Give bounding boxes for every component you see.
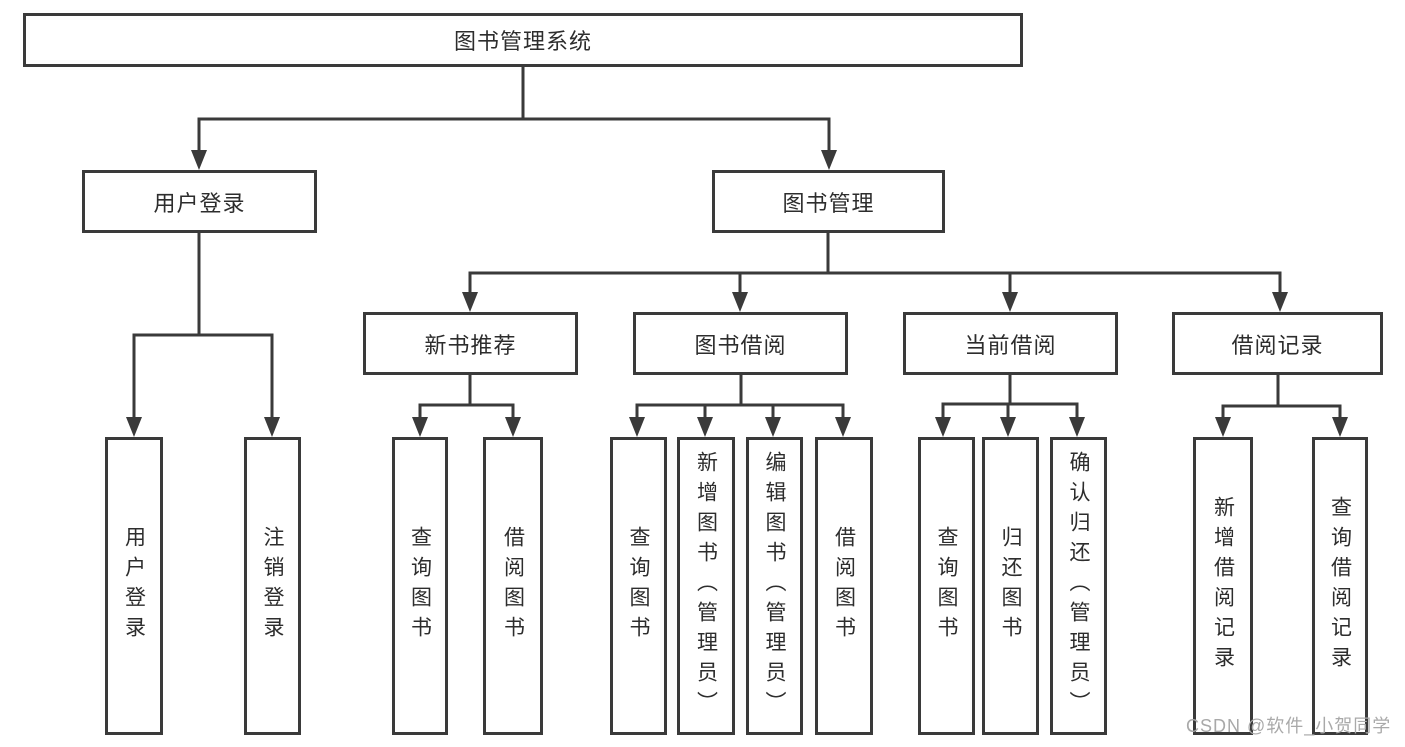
connector-book-borrow xyxy=(635,373,845,422)
arrow-down-icon xyxy=(1215,417,1231,437)
leaf-confirm-return-admin: 确认归还（管理员） xyxy=(1050,437,1107,735)
node-root-label: 图书管理系统 xyxy=(453,29,592,54)
node-new-book-recommend-label: 新书推荐 xyxy=(424,332,517,358)
leaf-edit-books-admin: 编辑图书（管理员） xyxy=(746,437,803,735)
arrow-down-icon xyxy=(629,417,645,437)
connector-book-management xyxy=(468,231,1282,297)
leaf-query-books-borrow-label: 查询图书 xyxy=(627,526,650,646)
arrow-down-icon xyxy=(1002,292,1018,312)
leaf-logout-label: 注销登录 xyxy=(261,526,284,646)
node-root: 图书管理系统 xyxy=(23,13,1023,67)
node-user-login: 用户登录 xyxy=(82,170,317,233)
arrow-down-icon xyxy=(505,417,521,437)
leaf-borrow-books: 借阅图书 xyxy=(815,437,873,735)
node-user-login-label: 用户登录 xyxy=(153,190,246,216)
leaf-return-books-label: 归还图书 xyxy=(999,526,1022,646)
arrow-down-icon xyxy=(821,150,837,170)
leaf-borrow-books-recommend: 借阅图书 xyxy=(483,437,543,735)
connector-new-book-recommend xyxy=(418,373,515,422)
leaf-query-books-recommend-label: 查询图书 xyxy=(408,526,432,646)
node-book-management-label: 图书管理 xyxy=(782,190,875,216)
arrow-down-icon xyxy=(835,417,851,437)
leaf-add-books-admin: 新增图书（管理员） xyxy=(677,437,735,735)
leaf-confirm-return-admin-label: 确认归还（管理员） xyxy=(1067,451,1090,721)
leaf-query-borrow-record-label: 查询借阅记录 xyxy=(1328,496,1352,676)
arrow-down-icon xyxy=(935,417,951,437)
arrow-down-icon xyxy=(1000,417,1016,437)
leaf-add-borrow-record-label: 新增借阅记录 xyxy=(1211,496,1235,676)
leaf-add-books-admin-label: 新增图书（管理员） xyxy=(694,451,718,721)
arrow-down-icon xyxy=(1272,292,1288,312)
arrow-down-icon xyxy=(126,417,142,437)
leaf-query-books-current: 查询图书 xyxy=(918,437,975,735)
watermark: CSDN @软件_小贺同学 xyxy=(1186,716,1392,736)
leaf-query-borrow-record: 查询借阅记录 xyxy=(1312,437,1368,735)
node-current-borrow: 当前借阅 xyxy=(903,312,1118,375)
arrow-down-icon xyxy=(191,150,207,170)
connector-current-borrow xyxy=(941,373,1079,422)
node-book-borrow: 图书借阅 xyxy=(633,312,848,375)
node-book-management: 图书管理 xyxy=(712,170,945,233)
leaf-query-books-recommend: 查询图书 xyxy=(392,437,448,735)
arrow-down-icon xyxy=(732,292,748,312)
leaf-add-borrow-record: 新增借阅记录 xyxy=(1193,437,1253,735)
arrow-down-icon xyxy=(462,292,478,312)
arrow-down-icon xyxy=(1332,417,1348,437)
node-new-book-recommend: 新书推荐 xyxy=(363,312,578,375)
node-borrow-records: 借阅记录 xyxy=(1172,312,1383,375)
arrow-down-icon xyxy=(264,417,280,437)
connector-borrow-records xyxy=(1221,373,1342,422)
arrow-down-icon xyxy=(412,417,428,437)
leaf-borrow-books-label: 借阅图书 xyxy=(832,526,856,646)
arrow-down-icon xyxy=(697,417,713,437)
connector-root xyxy=(197,65,831,155)
connector-user-login xyxy=(132,231,274,422)
leaf-logout: 注销登录 xyxy=(244,437,301,735)
arrow-down-icon xyxy=(1069,417,1085,437)
node-borrow-records-label: 借阅记录 xyxy=(1231,332,1324,358)
leaf-return-books: 归还图书 xyxy=(982,437,1039,735)
leaf-borrow-books-recommend-label: 借阅图书 xyxy=(501,526,525,646)
node-current-borrow-label: 当前借阅 xyxy=(964,332,1057,358)
arrow-down-icon xyxy=(765,417,781,437)
leaf-user-login: 用户登录 xyxy=(105,437,163,735)
leaf-query-books-current-label: 查询图书 xyxy=(935,526,958,646)
leaf-query-books-borrow: 查询图书 xyxy=(610,437,667,735)
leaf-edit-books-admin-label: 编辑图书（管理员） xyxy=(763,451,786,721)
leaf-user-login-label: 用户登录 xyxy=(122,526,146,646)
node-book-borrow-label: 图书借阅 xyxy=(694,332,787,358)
